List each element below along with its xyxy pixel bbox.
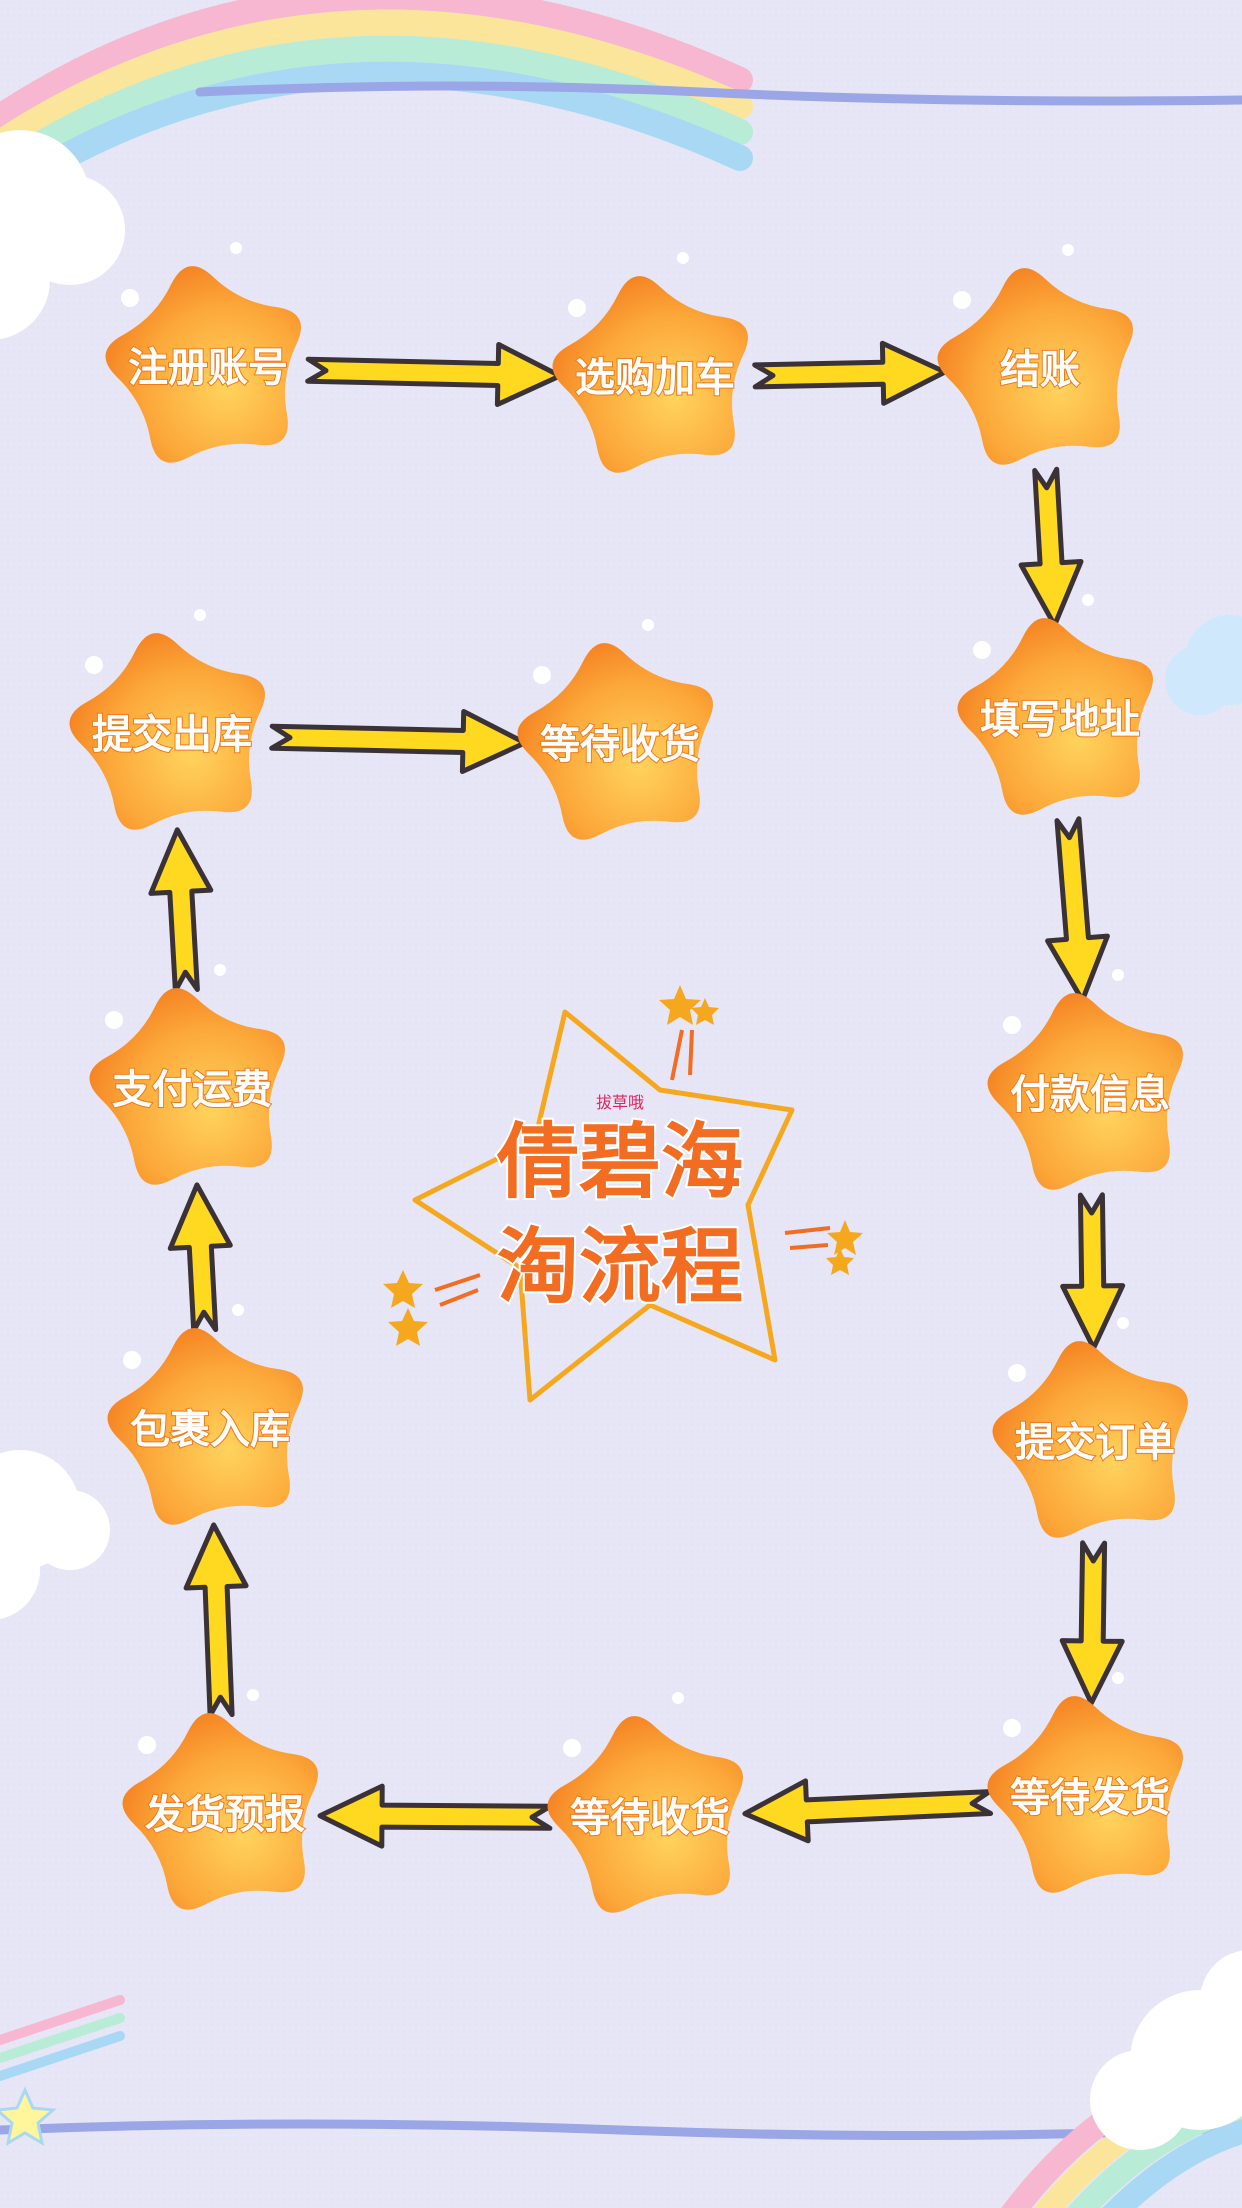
step-s4: 填写地址 xyxy=(957,594,1153,815)
arrows xyxy=(148,340,1126,1849)
star-highlight xyxy=(533,666,551,684)
star-highlight xyxy=(230,242,242,254)
star-highlight xyxy=(232,1304,244,1316)
sparkles xyxy=(383,985,863,1346)
step-s12: 提交出库 xyxy=(69,609,265,830)
step-s1: 注册账号 xyxy=(105,242,301,463)
star-highlight xyxy=(214,964,226,976)
arrow-icon xyxy=(305,342,563,407)
step-s9: 发货预报 xyxy=(122,1689,318,1910)
star-highlight xyxy=(105,1011,123,1029)
star-icon xyxy=(105,266,301,463)
star-highlight xyxy=(1082,594,1094,606)
star-icon xyxy=(547,1716,743,1913)
step-label: 包裹入库 xyxy=(130,1407,290,1453)
star-icon xyxy=(517,643,713,840)
star-highlight xyxy=(953,291,971,309)
step-s5: 付款信息 xyxy=(987,969,1183,1190)
star-highlight xyxy=(563,1739,581,1757)
step-s11: 支付运费 xyxy=(89,964,285,1185)
arrow-icon xyxy=(269,709,528,774)
star-highlight xyxy=(1117,1317,1129,1329)
step-s3: 结账 xyxy=(937,244,1133,465)
star-highlight xyxy=(672,1692,684,1704)
title-star-outline xyxy=(412,1009,795,1403)
star-highlight xyxy=(1062,244,1074,256)
star-highlight xyxy=(85,656,103,674)
star-highlight xyxy=(677,252,689,264)
star-highlight xyxy=(568,299,586,317)
step-label: 结账 xyxy=(1000,347,1080,393)
arrow-icon xyxy=(167,1182,233,1334)
star-icon xyxy=(552,276,748,473)
border-line-top xyxy=(195,81,1242,106)
title-line-2: 淘流程 xyxy=(497,1220,743,1315)
step-label: 选购加车 xyxy=(575,355,735,401)
star-icon xyxy=(957,618,1153,815)
star-highlight xyxy=(121,289,139,307)
arrow-icon xyxy=(317,1783,553,1849)
cloud-left-mid xyxy=(0,1450,110,1619)
star-icon xyxy=(107,1328,303,1525)
arrow-icon xyxy=(148,827,214,994)
arrow-icon xyxy=(742,1778,994,1844)
star-highlight xyxy=(1008,1364,1026,1382)
star-icon xyxy=(987,993,1183,1190)
step-s8: 等待收货 xyxy=(547,1692,743,1913)
star-icon xyxy=(69,633,265,830)
arrow-icon xyxy=(752,340,948,406)
subtitle: 拔草哦 xyxy=(596,1093,644,1112)
step-label: 提交订单 xyxy=(1015,1420,1175,1466)
step-label: 等待收货 xyxy=(540,722,700,768)
step-label: 等待收货 xyxy=(570,1795,730,1841)
step-label: 提交出库 xyxy=(92,712,252,758)
step-label: 付款信息 xyxy=(1010,1072,1170,1118)
star-icon xyxy=(987,1696,1183,1893)
star-highlight xyxy=(1003,1016,1021,1034)
step-label: 注册账号 xyxy=(128,345,288,391)
step-s10: 包裹入库 xyxy=(107,1304,303,1525)
star-icon xyxy=(122,1713,318,1910)
star-highlight xyxy=(247,1689,259,1701)
star-highlight xyxy=(1112,1672,1124,1684)
step-label: 填写地址 xyxy=(980,697,1140,743)
step-label: 发货预报 xyxy=(145,1792,305,1838)
star-highlight xyxy=(123,1351,141,1369)
star-icon xyxy=(89,988,285,1185)
step-label: 等待发货 xyxy=(1010,1775,1170,1821)
arrow-icon xyxy=(183,1522,249,1718)
steps: 注册账号选购加车结账填写地址付款信息提交订单等待发货等待收货发货预报包裹入库支付… xyxy=(69,242,1188,1913)
step-s7: 等待发货 xyxy=(987,1672,1183,1893)
star-highlight xyxy=(1112,969,1124,981)
star-icon xyxy=(937,268,1133,465)
star-highlight xyxy=(1003,1719,1021,1737)
star-highlight xyxy=(138,1736,156,1754)
step-s2: 选购加车 xyxy=(552,252,748,473)
cloud-right xyxy=(1165,615,1242,715)
arrow-icon xyxy=(1059,1540,1125,1706)
arrow-icon xyxy=(1018,466,1084,628)
step-s13: 等待收货 xyxy=(517,619,713,840)
step-label: 支付运费 xyxy=(112,1067,272,1113)
arrow-icon xyxy=(1060,1192,1126,1351)
shooting-star-bottom-left xyxy=(0,1995,125,2146)
step-s6: 提交订单 xyxy=(992,1317,1188,1538)
border-line-bottom xyxy=(0,2119,1242,2141)
cloud-bottom-right xyxy=(1090,1950,1242,2150)
star-icon xyxy=(992,1341,1188,1538)
star-highlight xyxy=(642,619,654,631)
arrow-icon xyxy=(1045,816,1110,1003)
cloud-top-left xyxy=(0,130,125,340)
title-line-1: 倩碧海 xyxy=(496,1115,743,1210)
star-highlight xyxy=(194,609,206,621)
star-highlight xyxy=(973,641,991,659)
